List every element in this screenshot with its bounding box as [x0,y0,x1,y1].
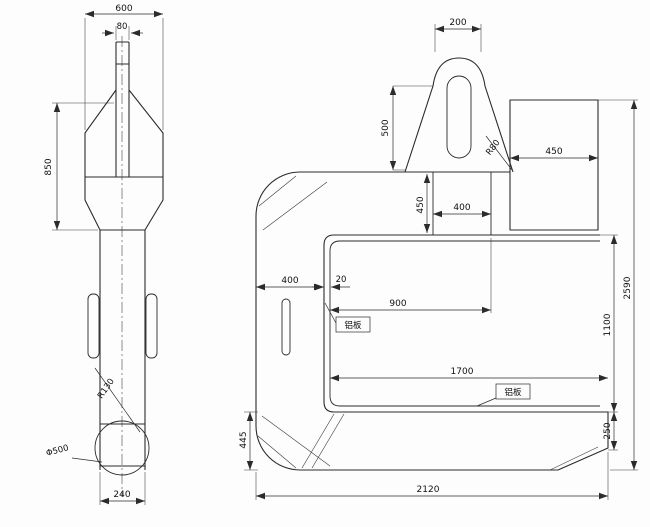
dim-heel-thickness: 445 [239,431,249,448]
dim-inner-depth: 900 [389,299,406,309]
dim-neck-width: 400 [453,203,470,213]
dim-opening-height: 1100 [603,313,613,336]
right-view: 200 500 R80 450 400 450 400 20 900 1700 … [239,18,638,500]
dim-tip-thickness: 250 [603,422,613,439]
dim-fillet-radius: R130 [96,377,117,401]
left-view: 600 80 850 R130 Φ500 240 [44,4,164,505]
bottom-roller-circle [94,420,150,476]
dim-overall-width: 2120 [417,485,440,495]
leader-plate-lower [476,397,497,407]
right-view-extension-lines [244,24,638,500]
left-handle [87,293,100,359]
plate-label-lower: 铝板 [504,387,522,398]
leader-lug-corner-radius [485,135,513,171]
lug-slot [446,75,472,159]
dim-plate-thickness: 20 [336,275,347,285]
c-hook-outline [255,171,609,471]
dim-bottom-diameter: Φ500 [45,443,70,459]
stiffener-lines [257,175,599,471]
dim-rod-width: 80 [117,22,128,32]
right-handle [145,293,158,359]
dim-bottom-width: 240 [113,490,130,500]
dim-top-block-width: 450 [545,147,562,157]
left-view-body-outline [84,41,164,470]
left-view-extension-lines [52,18,164,505]
dim-lug-height: 500 [381,119,391,136]
liner-plate-outline [329,240,600,407]
leader-plate-upper [324,302,337,324]
dim-top-width: 600 [115,4,132,14]
plate-label-upper-box [335,316,371,333]
dim-lug-top-width: 200 [449,18,466,28]
dim-left-arm-width: 400 [281,276,298,286]
top-block-outline [509,99,599,231]
dim-upper-height: 850 [44,158,54,175]
dim-overall-height: 2590 [623,276,633,299]
arm-handle-slot [281,298,291,356]
leader-bottom-diameter [71,457,103,463]
dim-neck-height: 450 [416,196,426,213]
lifting-lug-outline [404,57,514,173]
dim-opening-length: 1700 [451,367,474,377]
plate-label-upper: 铝板 [344,320,362,331]
leader-fillet-radius [94,367,141,433]
lug-neck-lines [432,172,492,235]
plate-label-lower-box [495,383,531,400]
